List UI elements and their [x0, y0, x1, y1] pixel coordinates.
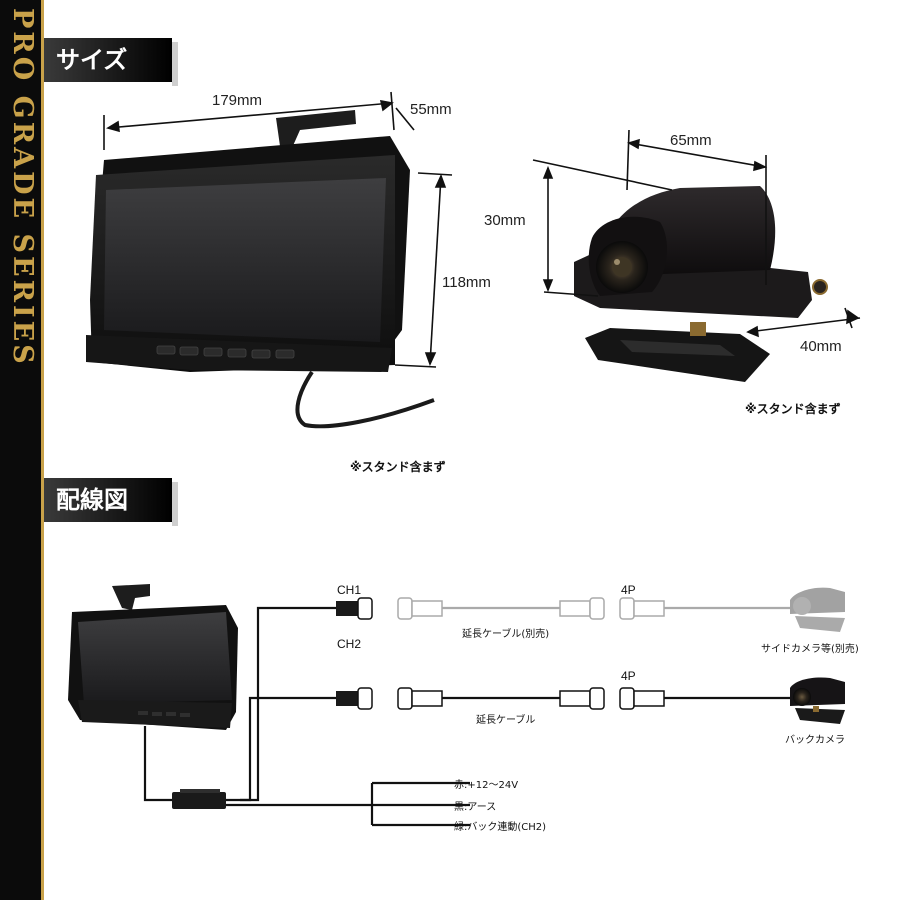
ch2-label: CH2 [337, 637, 362, 651]
extension-cable-optional-label: 延長ケーブル(別売) [462, 629, 550, 640]
wiring-monitor [68, 584, 238, 730]
monitor-buttons [156, 345, 295, 359]
connector-4p-top: 4P [621, 583, 636, 597]
wire-green-label: 緑:バック連動(CH2) [454, 822, 547, 833]
wire-black-label: 黒:アース [454, 802, 497, 813]
monitor-stand [276, 110, 356, 148]
ch2-connector-row [336, 687, 790, 710]
monitor-depth-label: 55mm [410, 101, 452, 118]
camera-height-label: 30mm [484, 212, 526, 229]
connector-4p-bottom: 4P [621, 669, 636, 683]
monitor-height-label: 118mm [442, 274, 491, 291]
camera-width-label: 65mm [670, 132, 712, 149]
ch1-label: CH1 [337, 583, 362, 597]
extension-cable-label: 延長ケーブル [476, 715, 536, 726]
ch1-connector-row [336, 597, 790, 620]
back-camera-label: バックカメラ [785, 735, 845, 746]
gold-accent-line [41, 0, 44, 900]
section-title-size-text: サイズ [56, 46, 128, 74]
junction-box [172, 792, 226, 809]
brand-vertical-text: PRO GRADE SERIES [7, 8, 38, 367]
brand-sidebar: PRO GRADE SERIES [0, 0, 44, 900]
wiring-lines [143, 606, 470, 827]
title-shadow [172, 42, 178, 86]
monitor-screen [104, 178, 386, 342]
monitor-dimension-lines [103, 91, 453, 368]
section-title-size: サイズ [44, 38, 178, 86]
side-camera-label: サイドカメラ等(別売) [761, 644, 859, 655]
monitor-stand-note: ※スタンド含まず [350, 460, 446, 474]
side-camera [790, 587, 845, 632]
back-camera [790, 677, 845, 724]
wire-red-label: 赤:+12～24V [454, 780, 519, 791]
monitor-illustration [86, 110, 435, 429]
title-shadow [172, 482, 178, 526]
monitor-cable [295, 370, 435, 429]
section-title-wiring: 配線図 [44, 478, 178, 526]
camera-illustration [574, 186, 828, 382]
camera-depth-label: 40mm [800, 338, 842, 355]
camera-dimension-lines [532, 129, 861, 338]
section-title-wiring-text: 配線図 [56, 486, 128, 514]
monitor-width-label: 179mm [212, 92, 263, 109]
camera-stand-note: ※スタンド含まず [745, 402, 841, 416]
